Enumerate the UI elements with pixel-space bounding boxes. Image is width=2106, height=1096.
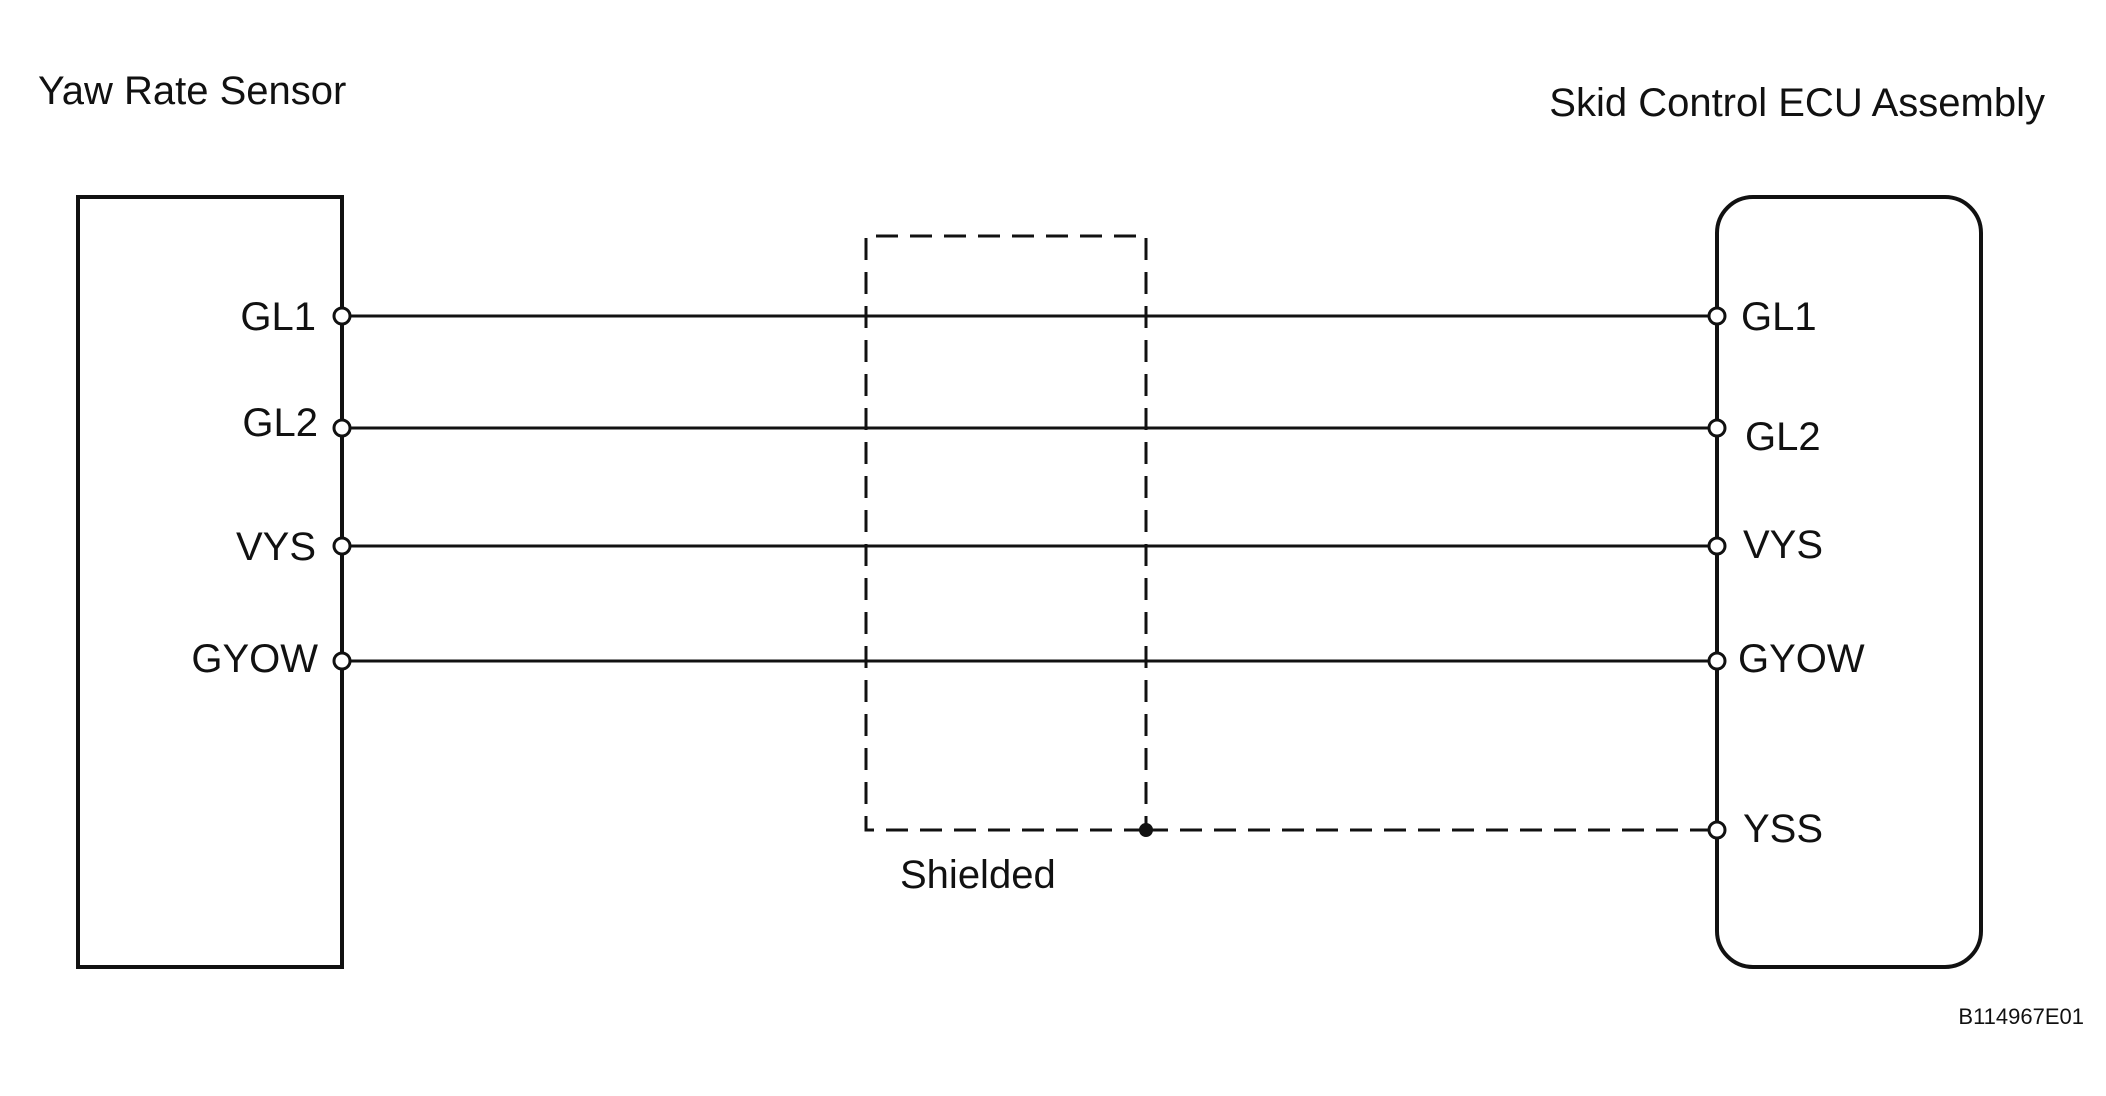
left-pin-label-vys: VYS <box>236 525 316 569</box>
yaw-rate-sensor-title: Yaw Rate Sensor <box>38 69 346 113</box>
right-pin-label-vys: VYS <box>1743 523 1823 567</box>
right-terminal-vys <box>1707 536 1727 556</box>
right-pin-label-yss: YSS <box>1743 807 1823 851</box>
right-terminal-gl1 <box>1707 306 1727 326</box>
left-pin-label-gl1: GL1 <box>240 295 316 339</box>
right-terminal-gyow <box>1707 651 1727 671</box>
figure-code: B114967E01 <box>1958 1004 2084 1029</box>
shielded-label: Shielded <box>900 853 1056 897</box>
shield-junction-dot <box>1139 823 1153 837</box>
right-pin-label-gl1: GL1 <box>1741 295 1817 339</box>
left-terminal-gyow <box>332 651 352 671</box>
shield-outline <box>864 234 1148 832</box>
right-pin-label-gyow: GYOW <box>1738 637 1865 681</box>
left-pin-label-gyow: GYOW <box>191 637 318 681</box>
skid-control-ecu-title: Skid Control ECU Assembly <box>1549 81 2045 125</box>
left-terminal-vys <box>332 536 352 556</box>
left-terminal-gl1 <box>332 306 352 326</box>
right-pin-label-gl2: GL2 <box>1745 415 1821 459</box>
yaw-rate-sensor-box <box>76 195 344 969</box>
right-terminal-yss <box>1707 820 1727 840</box>
left-pin-label-gl2: GL2 <box>242 401 318 445</box>
right-terminal-gl2 <box>1707 418 1727 438</box>
left-terminal-gl2 <box>332 418 352 438</box>
skid-control-ecu-box <box>1715 195 1983 969</box>
